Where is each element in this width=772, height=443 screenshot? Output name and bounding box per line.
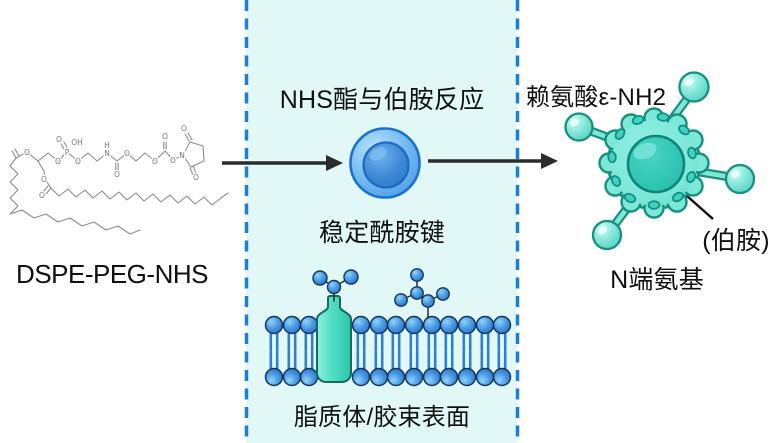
n-terminal-label: N端氨基 [610, 266, 704, 294]
atom-o: O [114, 170, 120, 179]
lipid-bilayer [264, 315, 512, 387]
reaction-arrow-left [222, 155, 343, 171]
atom-o: O [75, 157, 81, 166]
atom-o: O [55, 157, 61, 166]
atom-o: O [56, 135, 62, 144]
amine-pointer-line [686, 195, 714, 220]
amine-spheres [564, 71, 756, 251]
reaction-title: NHS酯与伯胺反应 [279, 86, 485, 114]
atom-n: N [104, 149, 110, 158]
amide-bond-cell-icon [349, 127, 421, 199]
atom-o: O [181, 124, 187, 133]
reaction-arrow-right [428, 153, 558, 169]
amine-cell-icon [564, 71, 756, 251]
atom-o: O [124, 149, 130, 158]
glycan-on-protein [312, 269, 359, 302]
atom-p: P [65, 148, 70, 157]
lysine-amine-label: 赖氨酸ε-NH2 [525, 84, 667, 111]
atom-o: O [24, 148, 30, 157]
atom-o: O [39, 191, 45, 200]
membrane-label: 脂质体/胶束表面 [293, 404, 471, 431]
cell-surface-dots [607, 112, 697, 210]
atom-o: O [193, 173, 199, 182]
atom-o: O [41, 175, 47, 184]
dspe-peg-nhs-structure: O O P O OH O N H O O O O O N O O O O [9, 123, 229, 235]
cell-nucleus [626, 134, 686, 194]
atom-o: O [162, 132, 168, 141]
atom-n: N [179, 151, 185, 160]
glycan-on-lipid [394, 268, 450, 319]
bond-label: 稳定酰胺键 [318, 219, 446, 247]
molecule-name-label: DSPE-PEG-NHS [16, 259, 208, 289]
primary-amine-label: (伯胺) [702, 227, 770, 255]
atom-oh: OH [71, 138, 83, 147]
membrane-protein [316, 295, 352, 383]
atom-h: H [104, 141, 110, 150]
atom-o: O [170, 156, 176, 165]
atom-o: O [152, 157, 158, 166]
